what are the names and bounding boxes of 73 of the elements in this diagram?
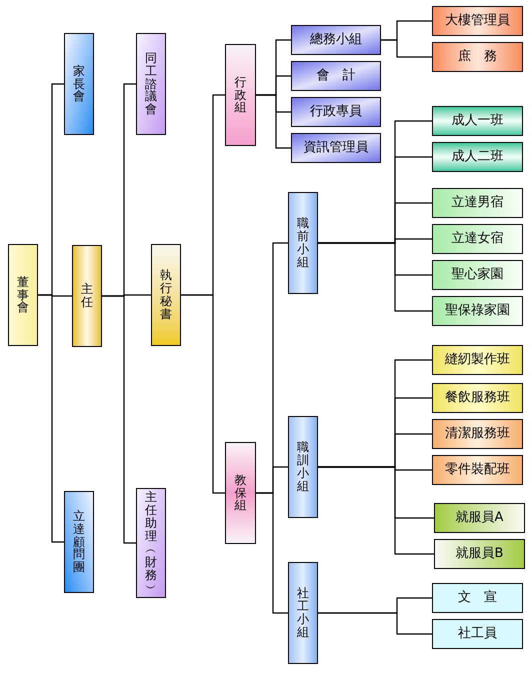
box-label: 教保組	[234, 474, 246, 512]
box-label: 職訓小組	[297, 441, 309, 493]
box-label: 職前小組	[297, 217, 309, 269]
role-box	[432, 224, 523, 254]
role-box	[432, 619, 523, 649]
vertical-box	[225, 44, 256, 146]
box-label: 餐飲服務班	[445, 389, 510, 408]
connector-line	[318, 612, 432, 635]
vertical-box	[288, 192, 318, 294]
role-box	[291, 97, 381, 127]
role-box	[432, 42, 523, 72]
box-label: 聖保祿家園	[445, 302, 510, 320]
role-box	[434, 503, 525, 533]
box-label: 文 宣	[458, 589, 497, 608]
box-label: 立達顧問團	[73, 510, 85, 574]
vertical-box	[136, 33, 166, 135]
vertical-box	[8, 244, 38, 346]
role-box	[291, 133, 381, 163]
box-label: 董事會	[17, 276, 29, 314]
connector-line	[38, 294, 64, 543]
box-label: 總務小組	[310, 31, 362, 50]
box-label: 主任	[81, 283, 93, 309]
role-box	[291, 61, 381, 91]
box-label: 主任助理︵財務︶	[145, 491, 157, 595]
role-box	[432, 6, 523, 36]
box-label: 成人二班	[452, 148, 504, 166]
vertical-box	[136, 488, 166, 598]
vertical-box	[225, 442, 256, 544]
connector-line	[256, 492, 288, 614]
box-label: 大樓管理員	[445, 12, 510, 30]
vertical-box	[64, 33, 94, 135]
connector-line	[318, 242, 432, 312]
box-label: 立達男宿	[452, 194, 504, 212]
box-label: 行政組	[234, 76, 246, 114]
role-box	[432, 583, 523, 613]
box-label: 家長會	[73, 64, 85, 104]
vertical-box	[64, 491, 94, 593]
box-label: 同工諮議會	[145, 52, 157, 116]
box-label: 社工員	[458, 625, 497, 644]
box-label: 零件裝配班	[445, 461, 510, 480]
box-label: 就服員B	[456, 545, 504, 564]
role-box	[432, 188, 523, 218]
role-box	[291, 25, 381, 55]
box-label: 社工小組	[297, 587, 309, 639]
box-label: 聖心家園	[452, 266, 504, 284]
vertical-box	[151, 244, 181, 346]
role-box	[432, 142, 523, 172]
role-box	[434, 539, 525, 569]
connector-line	[256, 94, 291, 149]
role-box	[432, 383, 523, 413]
box-label: 執行秘書	[160, 269, 172, 321]
role-box	[432, 296, 523, 326]
box-label: 資訊管理員	[304, 139, 368, 158]
vertical-box	[72, 245, 102, 347]
box-label: 就服員A	[456, 509, 504, 528]
box-label: 行政專員	[310, 103, 362, 122]
vertical-box	[288, 416, 318, 518]
connector-line	[318, 466, 434, 555]
role-box	[432, 260, 523, 290]
box-label: 成人一班	[452, 112, 504, 130]
box-label: 會 計	[316, 67, 356, 86]
role-box	[432, 106, 523, 136]
box-label: 庶 務	[458, 48, 497, 66]
connector-line	[102, 295, 136, 544]
role-box	[432, 455, 523, 485]
role-box	[432, 419, 523, 449]
vertical-box	[288, 562, 318, 664]
connector-line	[381, 39, 432, 58]
box-label: 縫紉製作班	[445, 351, 510, 370]
box-label: 清潔服務班	[445, 425, 510, 444]
connector-line	[181, 294, 225, 494]
role-box	[432, 345, 523, 375]
box-label: 立達女宿	[452, 230, 504, 248]
